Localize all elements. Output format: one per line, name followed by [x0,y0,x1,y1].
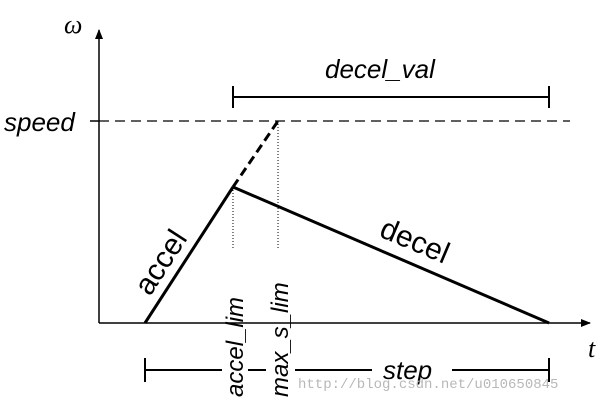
y-axis-label: ω [64,10,82,39]
watermark-text: http://blog.csdn.net/u010650845 [298,377,558,393]
accel-lim-label: accel_lim [222,297,249,397]
decel-val-label: decel_val [325,54,436,84]
x-axis-label: t [588,334,596,363]
decel-label: decel [375,212,454,270]
step-label: step [383,355,432,385]
accel-extension-dashed [231,120,280,188]
decel-line [232,185,550,325]
accel-line [143,186,235,324]
max-s-lim-label: max_s_lim [267,282,294,397]
speed-label: speed [4,107,76,137]
